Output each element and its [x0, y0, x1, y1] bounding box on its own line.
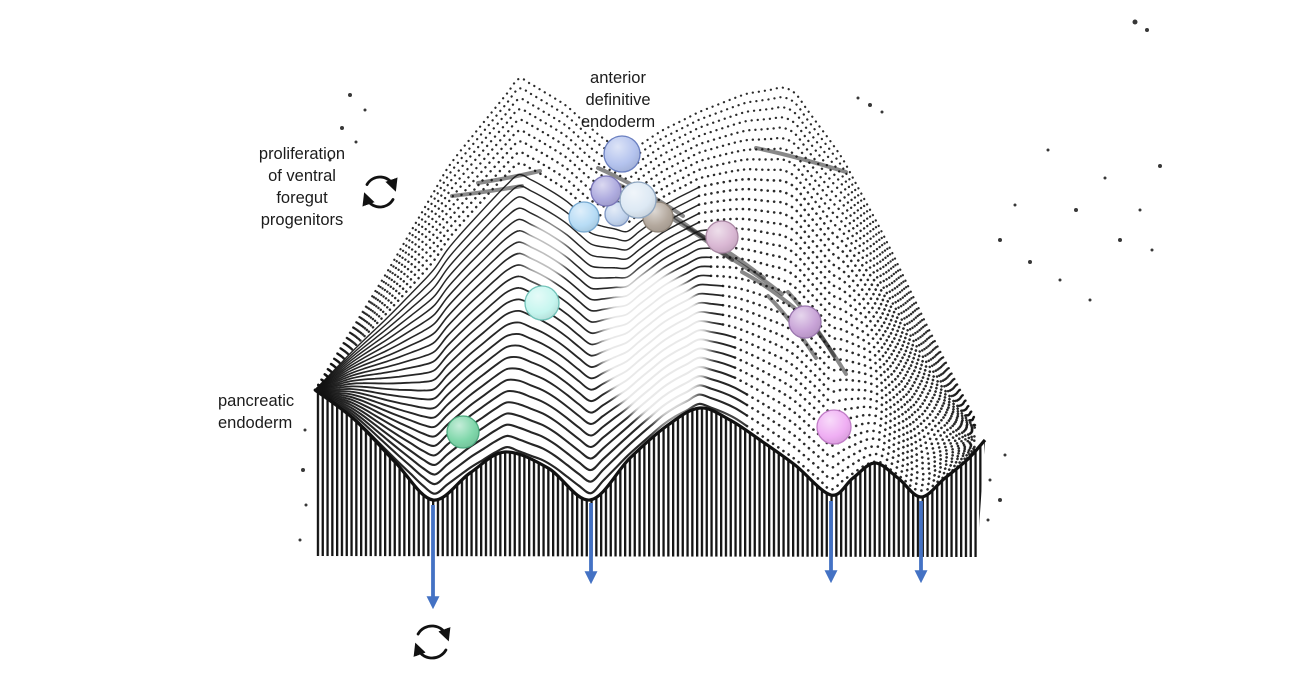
halftone-dot [1028, 260, 1032, 264]
cell-ball-periwinkle-top [603, 135, 641, 173]
contour-line [314, 229, 712, 391]
halftone-dot [363, 108, 367, 112]
landscape-art [298, 19, 1162, 557]
contour-dotted [745, 393, 977, 476]
halftone-dot [328, 158, 332, 162]
contour-dotted [709, 236, 977, 434]
cycle-arrows-icon-bottom [413, 624, 451, 660]
cycle-arc-top [416, 624, 451, 642]
halftone-dot [1150, 248, 1154, 252]
contour-dotted [697, 197, 977, 431]
flow-arrows [426, 501, 928, 610]
valley-floor-highlight [600, 270, 710, 420]
contour-dotted [721, 284, 977, 439]
contour-dotted [313, 162, 977, 428]
contour-dotted [709, 274, 977, 438]
contour-dotted [745, 424, 977, 492]
halftone-dot [988, 478, 992, 482]
cycle-icons [362, 175, 451, 660]
contour-dotted [733, 336, 977, 450]
cycle-arc-top [365, 175, 398, 192]
halftone-dot [998, 238, 1002, 242]
cliff-face [315, 390, 985, 557]
halftone-dot [348, 93, 352, 97]
halftone-dot [1118, 238, 1122, 242]
halftone-dot [1158, 164, 1162, 168]
halftone-dot [1046, 148, 1050, 152]
halftone-dot [1138, 208, 1142, 212]
contour-dotted [697, 177, 977, 429]
cell-balls [446, 135, 852, 449]
halftone-dot [304, 503, 308, 507]
contour-dotted [745, 414, 977, 487]
contour-dotted [313, 108, 977, 423]
halftone-dot [880, 110, 884, 114]
cliff-rim [314, 388, 987, 502]
cell-ball-purple [788, 305, 822, 339]
contour-dotted [733, 356, 977, 460]
contour-dotted [733, 376, 977, 471]
contour-dotted [721, 313, 977, 443]
shading-streak [450, 184, 524, 198]
halftone-dot [1103, 176, 1107, 180]
label-pancreatic-endoderm: pancreatic endoderm [218, 392, 295, 432]
cell-ball-pale-blue [619, 181, 657, 219]
halftone-dot [1132, 19, 1138, 25]
halftone-dot [340, 126, 344, 130]
contour-dotted [745, 403, 977, 481]
shading-streak [476, 169, 542, 185]
shading-streak [754, 146, 848, 174]
contour-dotted [709, 255, 977, 436]
contour-dotted [709, 227, 977, 433]
contour-line [314, 196, 700, 391]
cell-ball-lavender [590, 175, 622, 207]
contour-dotted [721, 323, 977, 446]
shading-streak [740, 270, 799, 312]
cell-ball-cyan [524, 285, 560, 321]
label-anterior-definitive-endoderm: anterior definitive endoderm [580, 69, 656, 131]
contour-line [314, 185, 700, 391]
cell-ball-green [446, 415, 480, 449]
cell-ball-magenta [816, 409, 852, 445]
halftone-dot [1088, 298, 1092, 302]
contour-dotted [697, 217, 977, 433]
halftone-dot [354, 140, 358, 144]
contour-line [314, 218, 700, 391]
cell-ball-pink [705, 220, 739, 254]
contour-line [314, 173, 700, 391]
halftone-dot [1058, 278, 1062, 282]
cycle-arc-bottom [362, 192, 395, 209]
halftone-dot [868, 103, 872, 107]
valley-floor-highlight [523, 220, 567, 284]
contour-line [314, 207, 700, 391]
contour-dotted [709, 246, 977, 435]
halftone-dot [986, 518, 990, 522]
halftone-dot [1074, 208, 1078, 212]
contour-line [314, 389, 748, 495]
contour-dotted [313, 87, 977, 421]
halftone-dot [998, 498, 1002, 502]
contour-dotted [709, 265, 977, 437]
contour-dotted [721, 294, 977, 440]
halftone-dot [1145, 28, 1149, 32]
contour-dotted [733, 346, 977, 455]
halftone-dot [1003, 453, 1007, 457]
contour-dotted [733, 366, 977, 465]
label-proliferation-ventral-foregut: proliferation of ventral foregut progeni… [258, 145, 346, 229]
halftone-dot [301, 468, 305, 472]
shading-streak [714, 248, 784, 296]
halftone-dot [303, 428, 307, 432]
contour-dotted [721, 303, 977, 441]
halftone-dot [298, 538, 302, 542]
contour-dotted [697, 187, 977, 430]
halftone-dot [856, 96, 860, 100]
halftone-dot [1013, 203, 1017, 207]
cell-ball-light-blue [568, 201, 600, 233]
cycle-arc-bottom [413, 642, 448, 660]
cycle-arrows-icon-left [362, 175, 398, 209]
